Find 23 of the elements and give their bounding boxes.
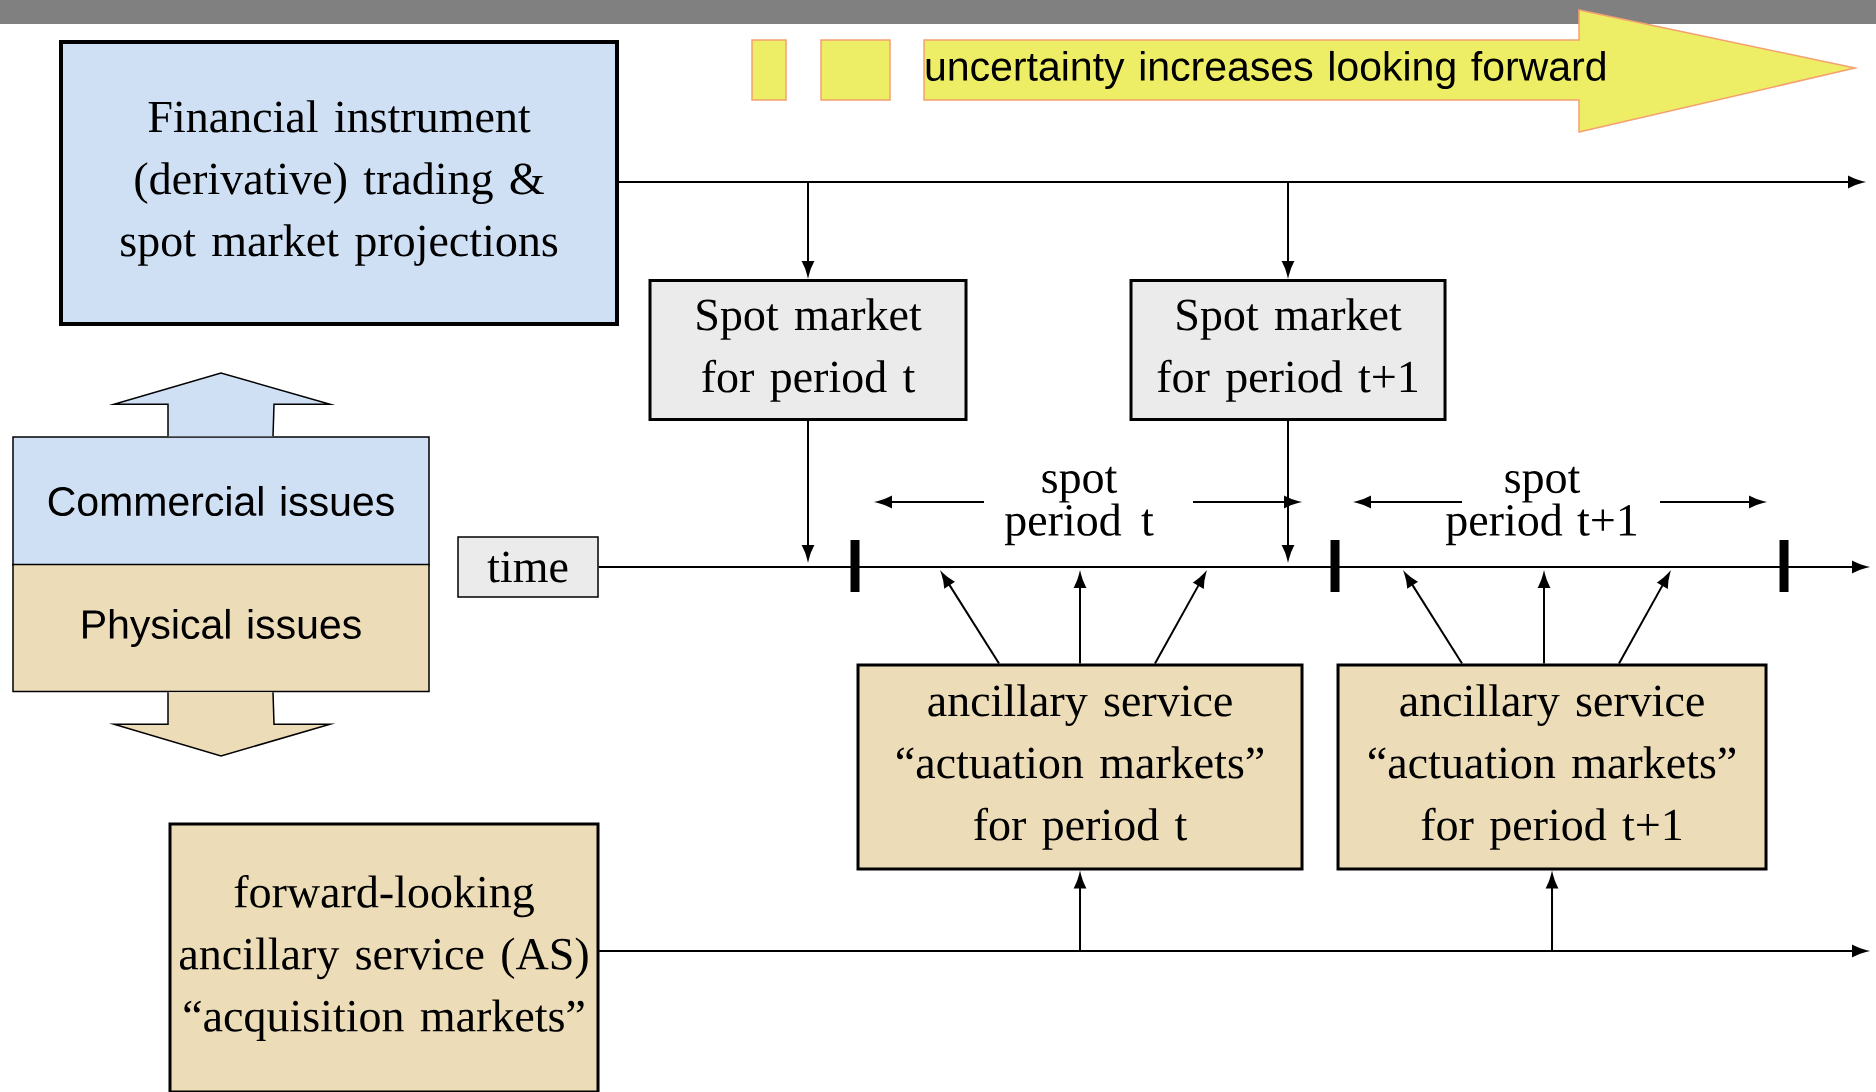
arrow xyxy=(1282,420,1294,560)
arrow xyxy=(1404,572,1463,665)
issues-box: Commercial issues xyxy=(12,436,430,566)
arrow xyxy=(1538,573,1550,665)
time-box: time xyxy=(457,536,599,598)
arrow xyxy=(802,420,814,560)
market-box: Spot market for period t xyxy=(648,279,968,421)
arrow xyxy=(1618,572,1670,665)
market-box: ancillary service “actuation markets” for period t xyxy=(856,663,1304,871)
arrow xyxy=(1074,573,1086,665)
market-box: Spot market for period t+1 xyxy=(1129,279,1447,421)
block-arrow xyxy=(108,372,336,437)
instrument-box: Financial instrument (derivative) trading & spot market projections xyxy=(59,40,619,326)
arrow xyxy=(1154,572,1206,665)
period-label: spot period t xyxy=(1004,466,1154,546)
period-label: spot period t+1 xyxy=(1446,466,1637,546)
arrow xyxy=(618,181,1294,276)
arrow xyxy=(597,561,1867,573)
arrow xyxy=(941,572,1000,665)
market-box: ancillary service “actuation markets” for period t+1 xyxy=(1336,663,1768,871)
market-box: forward-looking ancillary service (AS) “acquisition markets” xyxy=(168,822,600,1092)
issues-box: Physical issues xyxy=(12,563,430,693)
arrow xyxy=(598,873,1558,952)
